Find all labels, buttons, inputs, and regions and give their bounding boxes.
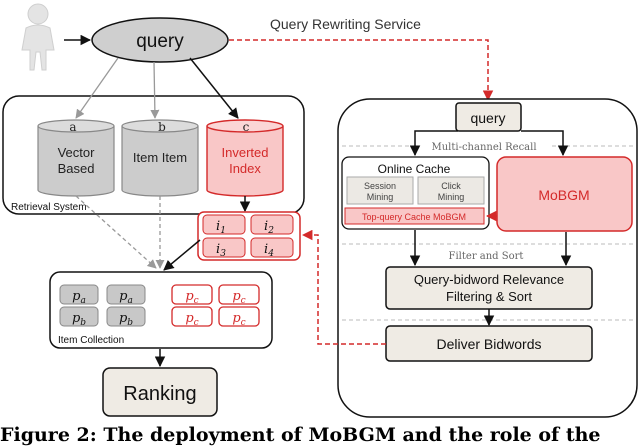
relevance-line2: Filtering & Sort <box>446 289 532 304</box>
mobgm-label: MoBGM <box>538 187 589 203</box>
session-mining-box <box>346 176 414 205</box>
db-letter-b: b <box>158 120 166 134</box>
ranking-box <box>102 367 218 417</box>
db-letter-c: c <box>243 120 250 134</box>
db-item-label: Item Item <box>133 150 187 165</box>
db-vector-based <box>37 119 115 197</box>
query-ellipse <box>91 17 229 63</box>
index-label-3: i3 <box>216 242 226 259</box>
service-label: Query Rewriting Service <box>270 16 421 32</box>
db-inverted-line2: Index <box>229 161 261 176</box>
db-letter-a: a <box>69 120 76 134</box>
index-cell-4 <box>250 237 294 258</box>
collection-grey-label-1: pa <box>72 289 86 306</box>
filter-label: Filter and Sort <box>449 251 524 262</box>
relevance-line1: Query-bidword Relevance <box>414 272 564 287</box>
collection-red-3 <box>171 306 213 327</box>
db-vector-line1: Vector <box>58 145 96 160</box>
ranking-label: Ranking <box>123 383 196 405</box>
arrow-query-mobgm <box>521 130 569 157</box>
deliver-label: Deliver Bidwords <box>436 336 541 352</box>
session-mining-line1: Session <box>364 181 396 191</box>
arrow-query-item <box>150 61 160 119</box>
collection-red-1 <box>171 284 213 305</box>
query-ellipse-label: query <box>136 31 184 52</box>
arrow-query-vector <box>75 57 119 119</box>
db-vector-line2: Based <box>58 161 95 176</box>
figure-caption: Figure 2: The deployment of MoBGM and th… <box>0 424 601 446</box>
index-label-4: i4 <box>264 242 274 259</box>
arrow-deliver-index <box>301 229 386 345</box>
online-cache-label: Online Cache <box>378 162 451 176</box>
click-mining-line1: Click <box>441 181 461 191</box>
index-label-2: i2 <box>264 219 274 236</box>
top-query-cache-box <box>344 207 485 225</box>
arrow-query-inverted <box>189 57 239 119</box>
collection-red-label-2: pc <box>232 289 245 306</box>
right-query-box <box>455 102 522 132</box>
collection-grey-1 <box>59 284 99 305</box>
collection-red-4 <box>218 306 260 327</box>
click-mining-box <box>417 176 485 205</box>
arrow-index-collection <box>163 239 201 271</box>
db-item-item <box>121 119 199 197</box>
filter-label-bg <box>443 249 529 261</box>
arrow-vector-collection <box>75 195 157 269</box>
collection-red-label-1: pc <box>185 289 198 306</box>
user-icon <box>21 3 55 71</box>
arrow-service-query <box>229 39 494 102</box>
recall-label: Multi-channel Recall <box>431 142 536 153</box>
item-collection-label: Item Collection <box>58 335 124 346</box>
db-inverted-line1: Inverted <box>222 145 269 160</box>
mobgm-box <box>496 156 633 232</box>
top-query-cache-label: Top-query Cache MoBGM <box>362 212 466 222</box>
arrow-query-cache <box>409 130 458 157</box>
click-mining-line2: Mining <box>438 192 465 202</box>
index-cell-1 <box>202 214 246 235</box>
index-cell-2 <box>250 214 294 235</box>
session-mining-line2: Mining <box>367 192 394 202</box>
collection-red-label-3: pc <box>185 311 198 328</box>
collection-grey-label-2: pa <box>119 289 133 306</box>
collection-red-2 <box>218 284 260 305</box>
right-query-label: query <box>470 110 505 126</box>
collection-grey-label-4: pb <box>119 311 133 328</box>
collection-red-label-4: pc <box>232 311 245 328</box>
db-inverted-index <box>206 119 284 197</box>
index-cell-3 <box>202 237 246 258</box>
index-label-1: i1 <box>216 219 226 236</box>
retrieval-system-label: Retrieval System <box>11 202 87 213</box>
item-collection-box <box>49 271 273 349</box>
collection-grey-3 <box>59 306 99 327</box>
recall-label-bg <box>420 140 550 152</box>
collection-grey-label-3: pb <box>72 311 86 328</box>
collection-grey-2 <box>106 284 146 305</box>
collection-grey-4 <box>106 306 146 327</box>
